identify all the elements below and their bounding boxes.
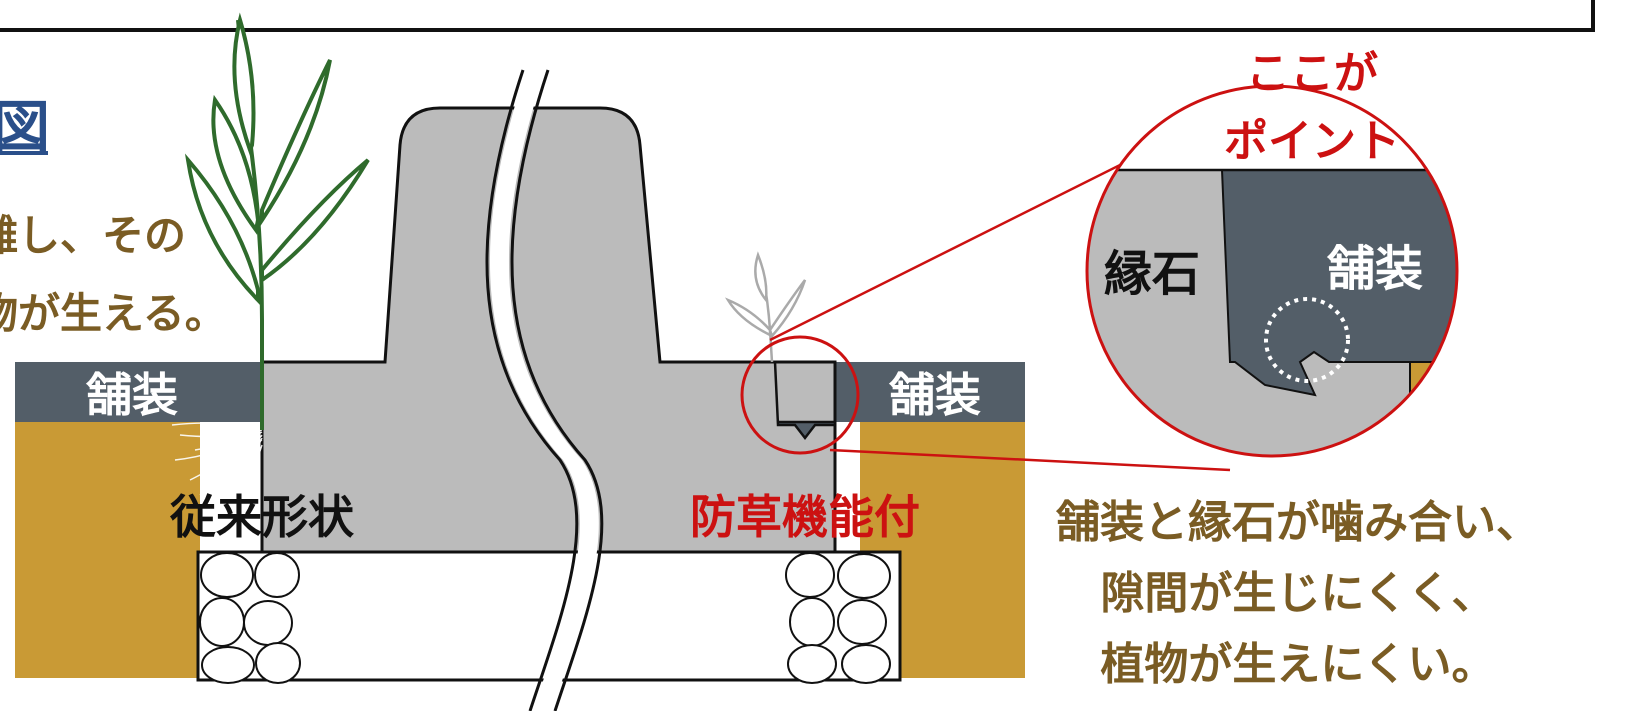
conventional-label: 従来形状 (169, 490, 355, 544)
zoom-heading-line-2: ポイント (1224, 116, 1400, 167)
right-caption-line-2: 隙間が生じにくく、 (1100, 568, 1495, 619)
small-weed (724, 251, 807, 363)
connector-line-bottom (829, 448, 1231, 472)
paving-left-strip (15, 362, 260, 422)
title-fragment: 図 (0, 94, 50, 162)
soil-left (15, 408, 200, 678)
left-caption-line-2: 物が生える。 (0, 289, 227, 338)
gravel-right (785, 552, 891, 684)
weed-proof-label: 防草機能付 (690, 490, 920, 544)
paving-left-label: 舗装 (85, 368, 178, 422)
point-dotted-circle (1264, 297, 1350, 383)
zoom-circle-outline (1085, 84, 1459, 458)
break-line-1 (485, 69, 579, 711)
paving-right-label: 舗装 (888, 368, 981, 422)
zoom-curb-label: 縁石 (1104, 246, 1200, 302)
right-caption-line-1: 舗装と縁石が噛み合い、 (1055, 497, 1540, 548)
gravel-left (199, 552, 301, 684)
weed-roots (171, 422, 263, 506)
break-line-2 (510, 69, 604, 711)
left-caption-line-1: 離し、その (0, 211, 186, 260)
highlight-circle (740, 335, 860, 455)
zoom-heading-line-1: ここが (1246, 48, 1378, 99)
weed-plant (184, 12, 370, 430)
zoom-paving-label: 舗装 (1326, 241, 1423, 297)
top-frame (0, 0, 1595, 32)
interlock-notch (773, 361, 837, 441)
right-caption-line-3: 植物が生えにくい。 (1100, 639, 1495, 690)
curb-stone (260, 106, 837, 554)
